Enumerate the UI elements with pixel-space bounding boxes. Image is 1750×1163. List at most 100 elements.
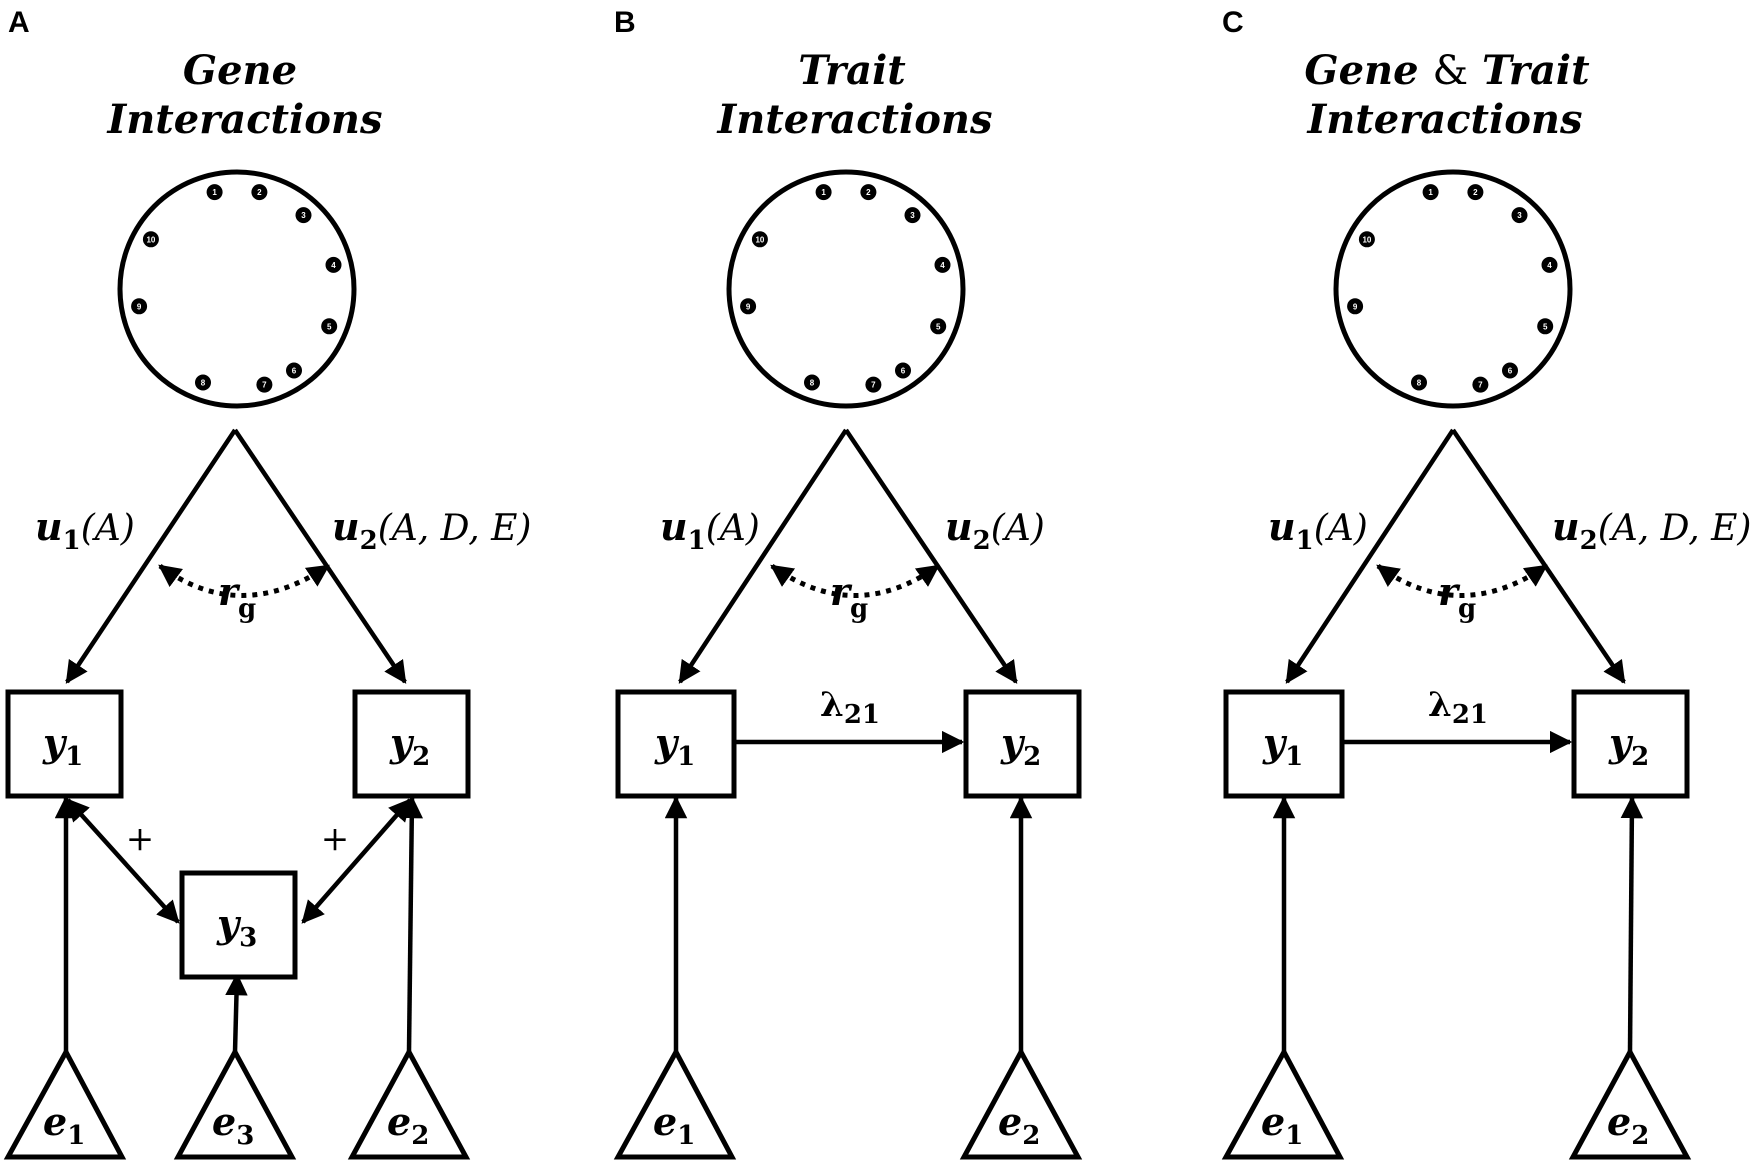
genotype-marker: 9 xyxy=(1347,298,1364,315)
genotype-circle: 1 2 3 4 5 6 7 8 9 10 xyxy=(726,169,966,409)
y2-label: y2 xyxy=(389,720,430,772)
genotype-marker: 2 xyxy=(860,184,877,201)
panel-title-line-1: Gene xyxy=(183,47,297,94)
rg-label: rg xyxy=(1438,569,1476,624)
genotype-marker: 7 xyxy=(256,376,273,393)
trait-box-y1: y1 xyxy=(1223,689,1345,799)
lambda-label: λ21 xyxy=(820,685,880,730)
genetic-path-y1 xyxy=(678,428,848,684)
lambda-label: λ21 xyxy=(1428,685,1488,730)
residual-triangle-e1: e1 xyxy=(3,1046,127,1160)
rg-label: rg xyxy=(830,569,868,624)
u2-label: u2(A, D, E) xyxy=(332,504,531,556)
genotype-marker: 9 xyxy=(131,298,148,315)
genotype-marker: 1 xyxy=(815,184,832,201)
genotype-circle: 1 2 3 4 5 6 7 8 9 10 xyxy=(1333,169,1573,409)
genotype-marker-label: 7 xyxy=(1478,381,1483,390)
genotype-marker-label: 8 xyxy=(201,379,206,388)
residual-triangle-e2: e2 xyxy=(347,1046,471,1160)
trait-box-y2: y2 xyxy=(963,689,1082,799)
y1-label: y1 xyxy=(1262,720,1303,772)
residual-path-e2 xyxy=(1620,795,1644,1053)
trait-box-y2: y2 xyxy=(1571,689,1690,799)
genotype-marker-label: 6 xyxy=(292,367,297,376)
genotype-marker: 6 xyxy=(895,362,911,379)
genotype-marker-label: 3 xyxy=(301,211,306,220)
genotype-marker-label: 7 xyxy=(871,381,876,390)
residual-triangle-e2: e2 xyxy=(959,1046,1083,1160)
trait-box-y2: y2 xyxy=(352,689,471,799)
genetic-path-y2 xyxy=(233,428,407,684)
genotype-marker: 1 xyxy=(1422,184,1439,201)
genotype-marker: 3 xyxy=(295,207,312,224)
genetic-path-y2 xyxy=(844,428,1018,684)
trait-box-y3: y3 xyxy=(179,870,298,980)
genotype-marker-label: 2 xyxy=(1473,188,1478,197)
genotype-marker-label: 10 xyxy=(1362,235,1371,244)
u1-label: u1(A) xyxy=(660,504,760,556)
genotype-marker: 4 xyxy=(1541,256,1558,273)
e1-label: e1 xyxy=(1261,1099,1303,1151)
residual-triangle-e3: e3 xyxy=(173,1046,297,1160)
genotype-marker: 3 xyxy=(1511,207,1528,224)
genotype-marker: 2 xyxy=(1467,184,1484,201)
genotype-circle: 1 2 3 4 5 6 7 8 9 10 xyxy=(117,169,357,409)
genotype-marker-label: 1 xyxy=(1428,188,1433,197)
genotype-marker: 1 xyxy=(206,184,223,201)
genotype-marker-label: 10 xyxy=(755,235,764,244)
genotype-marker: 5 xyxy=(1537,318,1554,335)
trait-box-y1: y1 xyxy=(615,689,737,799)
e2-label: e2 xyxy=(1607,1099,1649,1151)
genotype-marker-label: 5 xyxy=(936,322,941,331)
panel-letter: B xyxy=(614,6,636,39)
genotype-marker: 8 xyxy=(1411,374,1427,391)
genetic-correlation-arrow xyxy=(1376,563,1548,598)
genotype-marker: 8 xyxy=(804,374,820,391)
genotype-marker: 10 xyxy=(142,231,159,248)
genotype-marker-label: 3 xyxy=(1517,211,1522,220)
y1-label: y1 xyxy=(654,720,695,772)
genotype-marker: 5 xyxy=(930,318,947,335)
genotype-marker: 5 xyxy=(321,318,338,335)
genotype-marker-label: 9 xyxy=(1353,302,1358,311)
u2-label: u2(A, D, E) xyxy=(1552,504,1750,556)
genotype-marker-label: 6 xyxy=(1508,367,1513,376)
genotype-marker: 2 xyxy=(251,184,268,201)
genotype-marker-label: 4 xyxy=(331,261,336,270)
genotype-marker: 6 xyxy=(1502,362,1518,379)
genotype-marker: 3 xyxy=(904,207,921,224)
genotype-marker: 9 xyxy=(740,298,757,315)
u1-label: u1(A) xyxy=(35,504,135,556)
rg-label: rg xyxy=(218,569,256,624)
e2-label: e2 xyxy=(387,1099,429,1151)
genotype-marker: 4 xyxy=(934,256,951,273)
plus-left: + xyxy=(126,819,155,859)
residual-triangle-e1: e1 xyxy=(613,1046,737,1160)
genotype-marker: 7 xyxy=(1472,376,1489,393)
genotype-marker-label: 8 xyxy=(1417,379,1422,388)
genotype-marker-label: 5 xyxy=(1543,322,1548,331)
panel-title-line-1: Gene & Trait xyxy=(1304,47,1590,94)
genotype-marker: 8 xyxy=(195,374,211,391)
y3-label: y3 xyxy=(216,901,257,953)
e3-label: e3 xyxy=(212,1099,254,1151)
residual-triangle-e1: e1 xyxy=(1221,1046,1345,1160)
genotype-marker-label: 5 xyxy=(327,322,332,331)
genotype-marker: 4 xyxy=(325,256,342,273)
e1-label: e1 xyxy=(43,1099,85,1151)
interaction-path-y2-y3 xyxy=(301,798,412,924)
interaction-path-y1-y3 xyxy=(66,798,180,924)
genetic-path-y1 xyxy=(65,428,237,684)
genotype-marker-label: 2 xyxy=(257,188,262,197)
residual-path-e3 xyxy=(225,972,248,1053)
genotype-marker-label: 1 xyxy=(821,188,826,197)
genotype-marker-label: 1 xyxy=(212,188,217,197)
genetic-correlation-arrow xyxy=(770,563,940,598)
plus-right: + xyxy=(321,819,350,859)
panel-title-line-2: Interactions xyxy=(106,96,382,143)
residual-path-e2 xyxy=(400,795,424,1053)
residual-triangle-e2: e2 xyxy=(1568,1046,1692,1160)
